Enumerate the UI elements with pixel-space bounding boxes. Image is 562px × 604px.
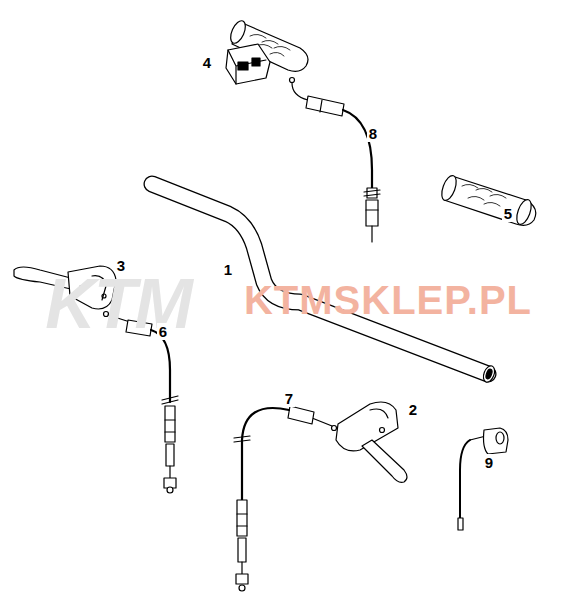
brake-cable bbox=[234, 406, 337, 591]
callout-number: 5 bbox=[502, 205, 514, 222]
callout-number: 8 bbox=[367, 125, 379, 142]
callout-number: 1 bbox=[222, 261, 234, 278]
handlebar-grip bbox=[439, 174, 536, 227]
kill-switch bbox=[458, 428, 508, 530]
callout-number: 6 bbox=[157, 323, 169, 340]
watermark-text: KTMSKLEP.PL bbox=[244, 280, 532, 320]
callout-number: 9 bbox=[483, 454, 495, 471]
callout-number: 7 bbox=[283, 390, 295, 407]
callout-number: 4 bbox=[201, 54, 213, 71]
callout-number: 2 bbox=[407, 401, 419, 418]
throttle-grip bbox=[226, 19, 308, 84]
throttle-cable bbox=[290, 78, 381, 243]
callout-number: 3 bbox=[115, 257, 127, 274]
brake-lever bbox=[336, 402, 407, 482]
